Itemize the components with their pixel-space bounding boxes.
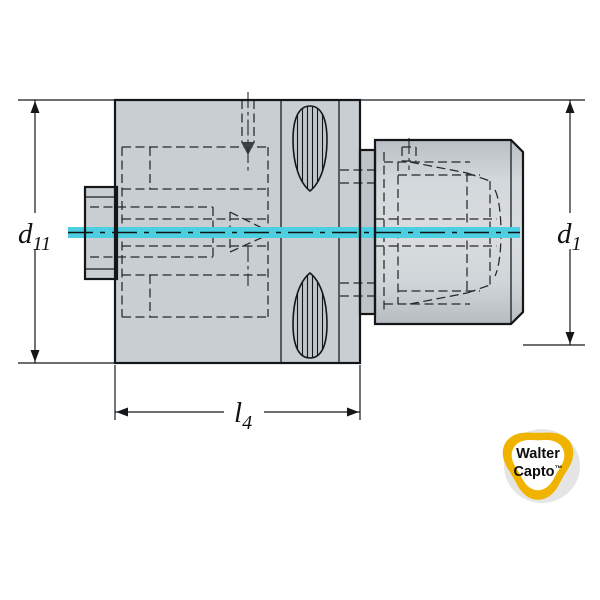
polygon-lobe-top: [292, 105, 328, 193]
arrow-l4-left: [116, 407, 128, 417]
label-l4: l4: [224, 396, 264, 434]
d11-label-text: d11: [18, 218, 51, 255]
logo-capto-text: Capto™: [513, 464, 562, 480]
label-d1: d1: [551, 213, 591, 255]
dimension-graphics: [18, 99, 585, 420]
label-l4-mask: [224, 396, 264, 427]
label-d11: d11: [14, 213, 60, 255]
label-d11-mask: [14, 213, 60, 249]
l4-label-text: l4: [234, 397, 252, 434]
logo-walter-text: Walter: [516, 446, 560, 462]
capto-logo-inner: [511, 440, 565, 491]
walter-capto-logo: Walter Capto™: [502, 429, 580, 503]
arrow-d11-bottom: [30, 350, 40, 362]
arrow-d1-bottom: [565, 332, 575, 344]
arrow-d11-top: [30, 101, 40, 113]
polygon-lobe-bottom: [292, 271, 328, 359]
arrow-l4-right: [347, 407, 359, 417]
center-mark-lines: [247, 92, 410, 286]
hidden-detail-lines: [90, 100, 502, 318]
label-d1-mask: [551, 213, 591, 249]
arrow-d1-top: [565, 101, 575, 113]
d1-label-text: d1: [557, 218, 582, 255]
